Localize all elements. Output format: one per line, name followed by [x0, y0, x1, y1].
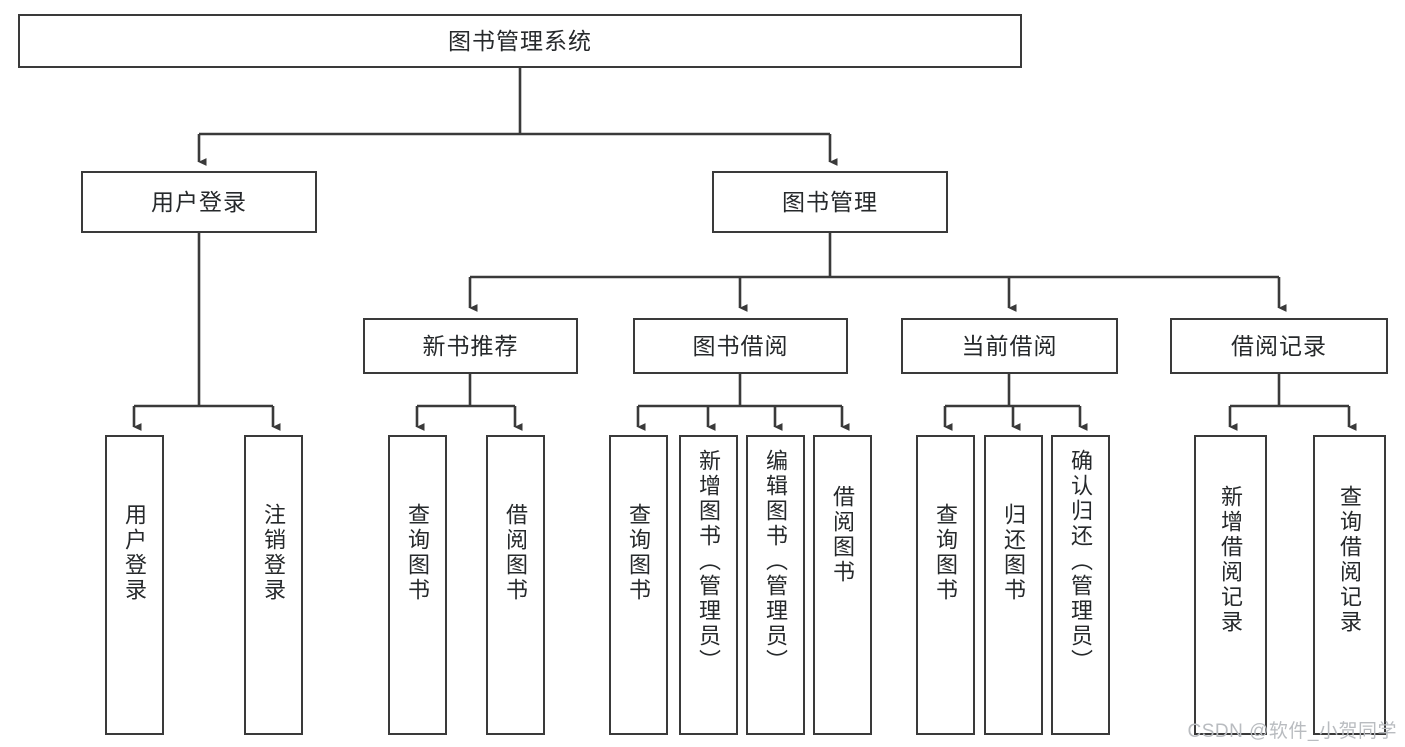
node-leaf-query-book-3-label: 查询图书 [933, 503, 959, 603]
node-leaf-logout[interactable]: 注销登录 [244, 435, 303, 735]
node-leaf-query-book-2-label: 查询图书 [626, 503, 652, 603]
node-leaf-query-book-1[interactable]: 查询图书 [388, 435, 447, 735]
csdn-watermark: CSDN @软件_小贺同学 [1187, 721, 1397, 742]
node-leaf-confirm-return[interactable]: 确认归还（管理员） [1051, 435, 1110, 735]
node-current-borrow[interactable]: 当前借阅 [901, 318, 1118, 374]
node-leaf-user-login[interactable]: 用户登录 [105, 435, 164, 735]
node-root-label: 图书管理系统 [448, 27, 592, 54]
node-leaf-query-record[interactable]: 查询借阅记录 [1313, 435, 1386, 735]
node-book-manage[interactable]: 图书管理 [712, 171, 948, 233]
node-borrow-record-label: 借阅记录 [1231, 332, 1327, 359]
node-leaf-borrow-book-2-label: 借阅图书 [830, 485, 856, 585]
node-root[interactable]: 图书管理系统 [18, 14, 1022, 68]
node-book-borrow-label: 图书借阅 [692, 332, 789, 359]
node-leaf-borrow-book-1[interactable]: 借阅图书 [486, 435, 545, 735]
node-leaf-borrow-book-2[interactable]: 借阅图书 [813, 435, 872, 735]
node-leaf-confirm-return-label: 确认归还（管理员） [1068, 449, 1094, 674]
node-borrow-record[interactable]: 借阅记录 [1170, 318, 1388, 374]
node-new-book-rec-label: 新书推荐 [422, 332, 519, 359]
node-leaf-borrow-book-1-label: 借阅图书 [503, 503, 529, 603]
node-leaf-user-login-label: 用户登录 [122, 503, 148, 603]
node-current-borrow-label: 当前借阅 [961, 332, 1058, 359]
node-leaf-add-book[interactable]: 新增图书（管理员） [679, 435, 738, 735]
node-new-book-rec[interactable]: 新书推荐 [363, 318, 578, 374]
node-leaf-query-book-1-label: 查询图书 [405, 503, 431, 603]
node-leaf-logout-label: 注销登录 [261, 503, 287, 603]
node-leaf-add-record-label: 新增借阅记录 [1218, 485, 1244, 635]
node-leaf-return-book[interactable]: 归还图书 [984, 435, 1043, 735]
node-user-login[interactable]: 用户登录 [81, 171, 317, 233]
node-leaf-return-book-label: 归还图书 [1001, 503, 1027, 603]
node-user-login-label: 用户登录 [151, 188, 247, 215]
node-leaf-edit-book[interactable]: 编辑图书（管理员） [746, 435, 805, 735]
node-leaf-query-book-3[interactable]: 查询图书 [916, 435, 975, 735]
node-leaf-edit-book-label: 编辑图书（管理员） [763, 449, 789, 674]
node-book-borrow[interactable]: 图书借阅 [633, 318, 848, 374]
node-book-manage-label: 图书管理 [782, 188, 878, 215]
node-leaf-query-record-label: 查询借阅记录 [1337, 485, 1363, 635]
node-leaf-query-book-2[interactable]: 查询图书 [609, 435, 668, 735]
node-leaf-add-record[interactable]: 新增借阅记录 [1194, 435, 1267, 735]
node-leaf-add-book-label: 新增图书（管理员） [696, 449, 722, 674]
